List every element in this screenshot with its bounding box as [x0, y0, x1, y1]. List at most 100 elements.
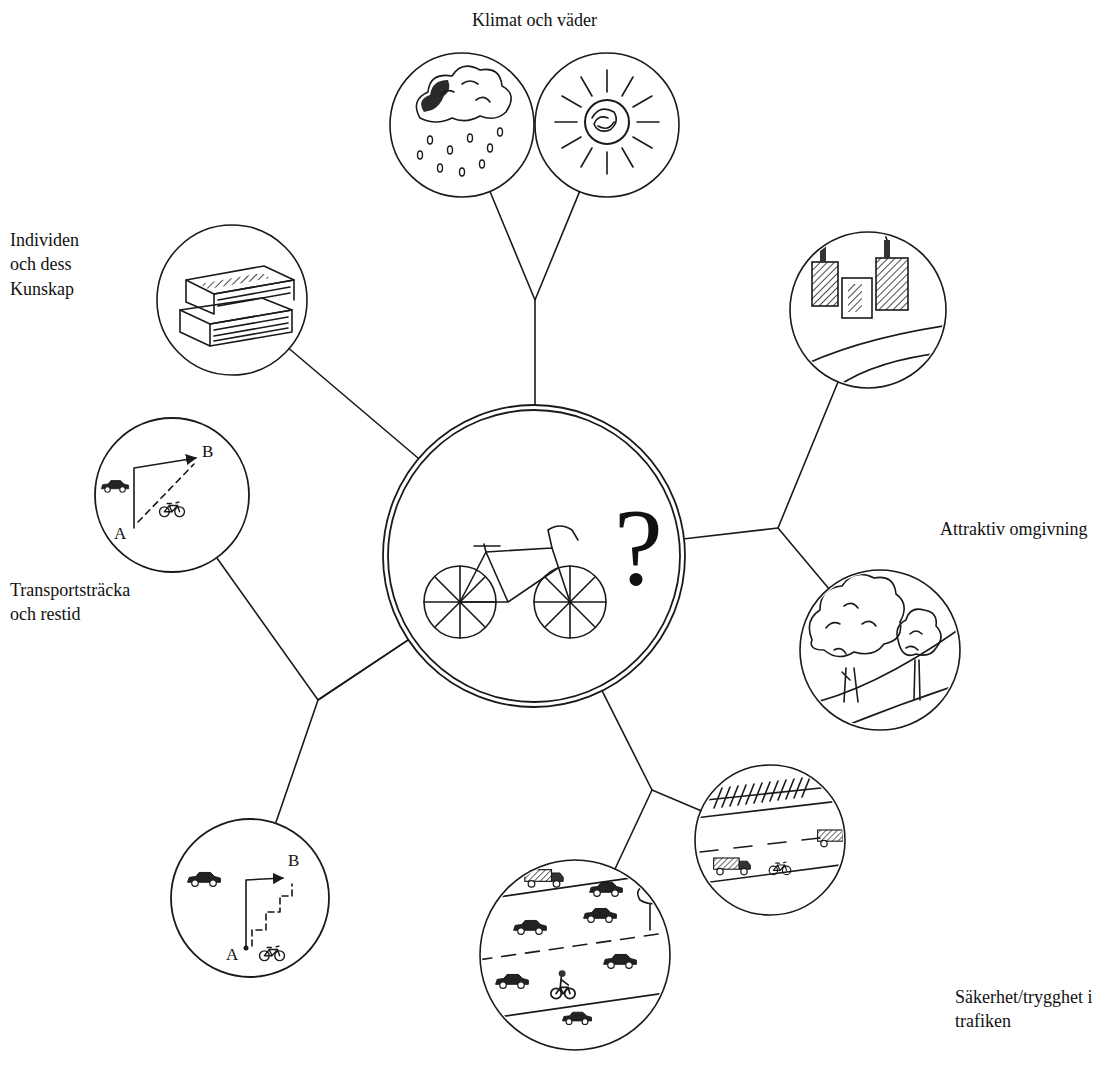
route-sketch [252, 884, 292, 946]
picture-circle [535, 53, 679, 197]
factory [848, 284, 862, 312]
route-circle: AB [170, 818, 330, 978]
trees [826, 603, 876, 654]
category-label: Säkerhet/trygghet i trafiken [955, 985, 1097, 1034]
point-letter: B [288, 852, 299, 869]
trees [906, 631, 922, 650]
road-scene [700, 838, 820, 852]
sun [555, 70, 659, 174]
factory [820, 246, 826, 262]
route-sketch [160, 502, 185, 517]
sun [622, 77, 633, 96]
traffic-scene [496, 974, 529, 988]
rain-cloud [428, 136, 433, 144]
factory [886, 214, 929, 240]
point-letter: A [114, 525, 126, 542]
category-label: Klimat och väder [472, 8, 597, 32]
rain-cloud [416, 66, 511, 176]
traffic-scene [638, 879, 665, 930]
route-sketch [260, 946, 285, 961]
sun [606, 70, 608, 92]
branch-line [289, 349, 418, 459]
branch-line [490, 192, 580, 301]
factory [842, 278, 872, 318]
factory [884, 240, 890, 258]
branch-line [534, 300, 536, 405]
rain-cloud [440, 81, 490, 102]
sun [622, 148, 633, 167]
road-scene [695, 800, 848, 818]
trees [840, 684, 960, 728]
traffic-scene [562, 1012, 591, 1024]
road-scene [769, 862, 791, 875]
traffic-scene [478, 872, 672, 900]
category-label: Individen och dess Kunskap [10, 228, 90, 301]
sun [633, 137, 652, 148]
circle-outline [95, 418, 249, 572]
point-letter: A [226, 946, 238, 963]
central-circle: ? [382, 404, 686, 708]
branch-line [778, 382, 838, 589]
picture-circle [790, 232, 946, 388]
circle-outline [170, 818, 330, 978]
rain-cloud [448, 146, 453, 154]
route-sketch [188, 872, 221, 886]
route-sketch [101, 481, 128, 493]
books [214, 317, 288, 341]
picture-circle [800, 570, 960, 730]
sun [555, 121, 577, 123]
sun [606, 152, 608, 174]
trees [897, 609, 941, 655]
road-scene [714, 858, 751, 875]
circle-outline [383, 405, 685, 707]
rain-cloud [480, 160, 485, 168]
sun [555, 70, 659, 174]
branch-line [289, 192, 838, 870]
category-label: Attraktiv omgivning [940, 517, 1088, 541]
sun [585, 100, 629, 144]
traffic-scene [590, 882, 623, 896]
rain-cloud [418, 128, 503, 176]
rain-cloud [498, 128, 503, 136]
trees [842, 668, 858, 702]
rain-cloud [438, 164, 443, 172]
bicycle [424, 526, 606, 638]
rain-cloud [468, 134, 473, 142]
traffic-scene [525, 870, 563, 888]
sun [581, 77, 592, 96]
route-sketch [101, 458, 196, 528]
question-mark: ? [614, 492, 663, 602]
sun [581, 148, 592, 167]
bicycle [474, 544, 500, 552]
circle-outline [94, 417, 250, 573]
books [210, 310, 292, 346]
books [180, 266, 294, 346]
books [218, 287, 290, 306]
picture-circle [390, 53, 534, 197]
branch-connector [217, 559, 407, 700]
books [200, 273, 270, 289]
factory [790, 325, 950, 372]
road-scene [818, 830, 855, 847]
route-circle: AB [94, 417, 250, 573]
rain-cloud [421, 80, 449, 112]
circle-outline [388, 410, 680, 702]
factory [790, 210, 950, 393]
traffic-scene [478, 932, 672, 960]
picture-circle [157, 225, 307, 375]
trees [800, 574, 960, 728]
trees [800, 630, 958, 706]
point-letter: B [202, 443, 213, 460]
branch-line [603, 692, 702, 811]
factory [812, 262, 838, 306]
traffic-scene [514, 920, 547, 934]
route-sketch [188, 872, 292, 960]
branch-line [685, 528, 778, 539]
bicycle [424, 526, 606, 638]
traffic-scene [551, 970, 575, 999]
circle-outline [171, 819, 329, 977]
